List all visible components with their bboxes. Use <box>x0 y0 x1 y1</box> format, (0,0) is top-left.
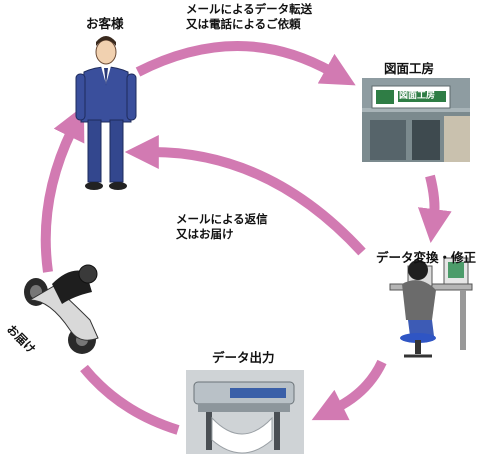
request-flow-line2: 又は電話によるご依頼 <box>186 17 301 31</box>
arrow-conversion-to-output <box>311 359 387 421</box>
request-flow-line1: メールによるデータ転送 <box>186 2 313 16</box>
arrow-customer-to-studio <box>135 41 356 86</box>
computer-operator-icon <box>389 257 473 358</box>
delivery-scooter-icon <box>24 264 99 354</box>
large-format-plotter-icon <box>186 370 304 454</box>
studio-label: 図面工房 <box>384 61 435 76</box>
conversion-label: データ変換・修正 <box>376 250 477 265</box>
output-label: データ出力 <box>212 350 275 365</box>
customer-label: お客様 <box>86 16 124 31</box>
reply-flow-line2: 又はお届け <box>176 227 234 241</box>
arrow-studio-to-conversion <box>417 174 452 243</box>
arrow-reply-to-customer <box>124 135 366 256</box>
businessman-icon <box>75 36 137 190</box>
building-sign-text: 図面工房 <box>399 91 436 101</box>
cycle-arrows <box>40 41 452 435</box>
arrow-delivery-to-customer <box>40 105 85 273</box>
arrow-output-to-delivery <box>80 364 180 435</box>
reply-flow-line1: メールによる返信 <box>176 212 268 226</box>
office-building-icon <box>362 78 470 162</box>
